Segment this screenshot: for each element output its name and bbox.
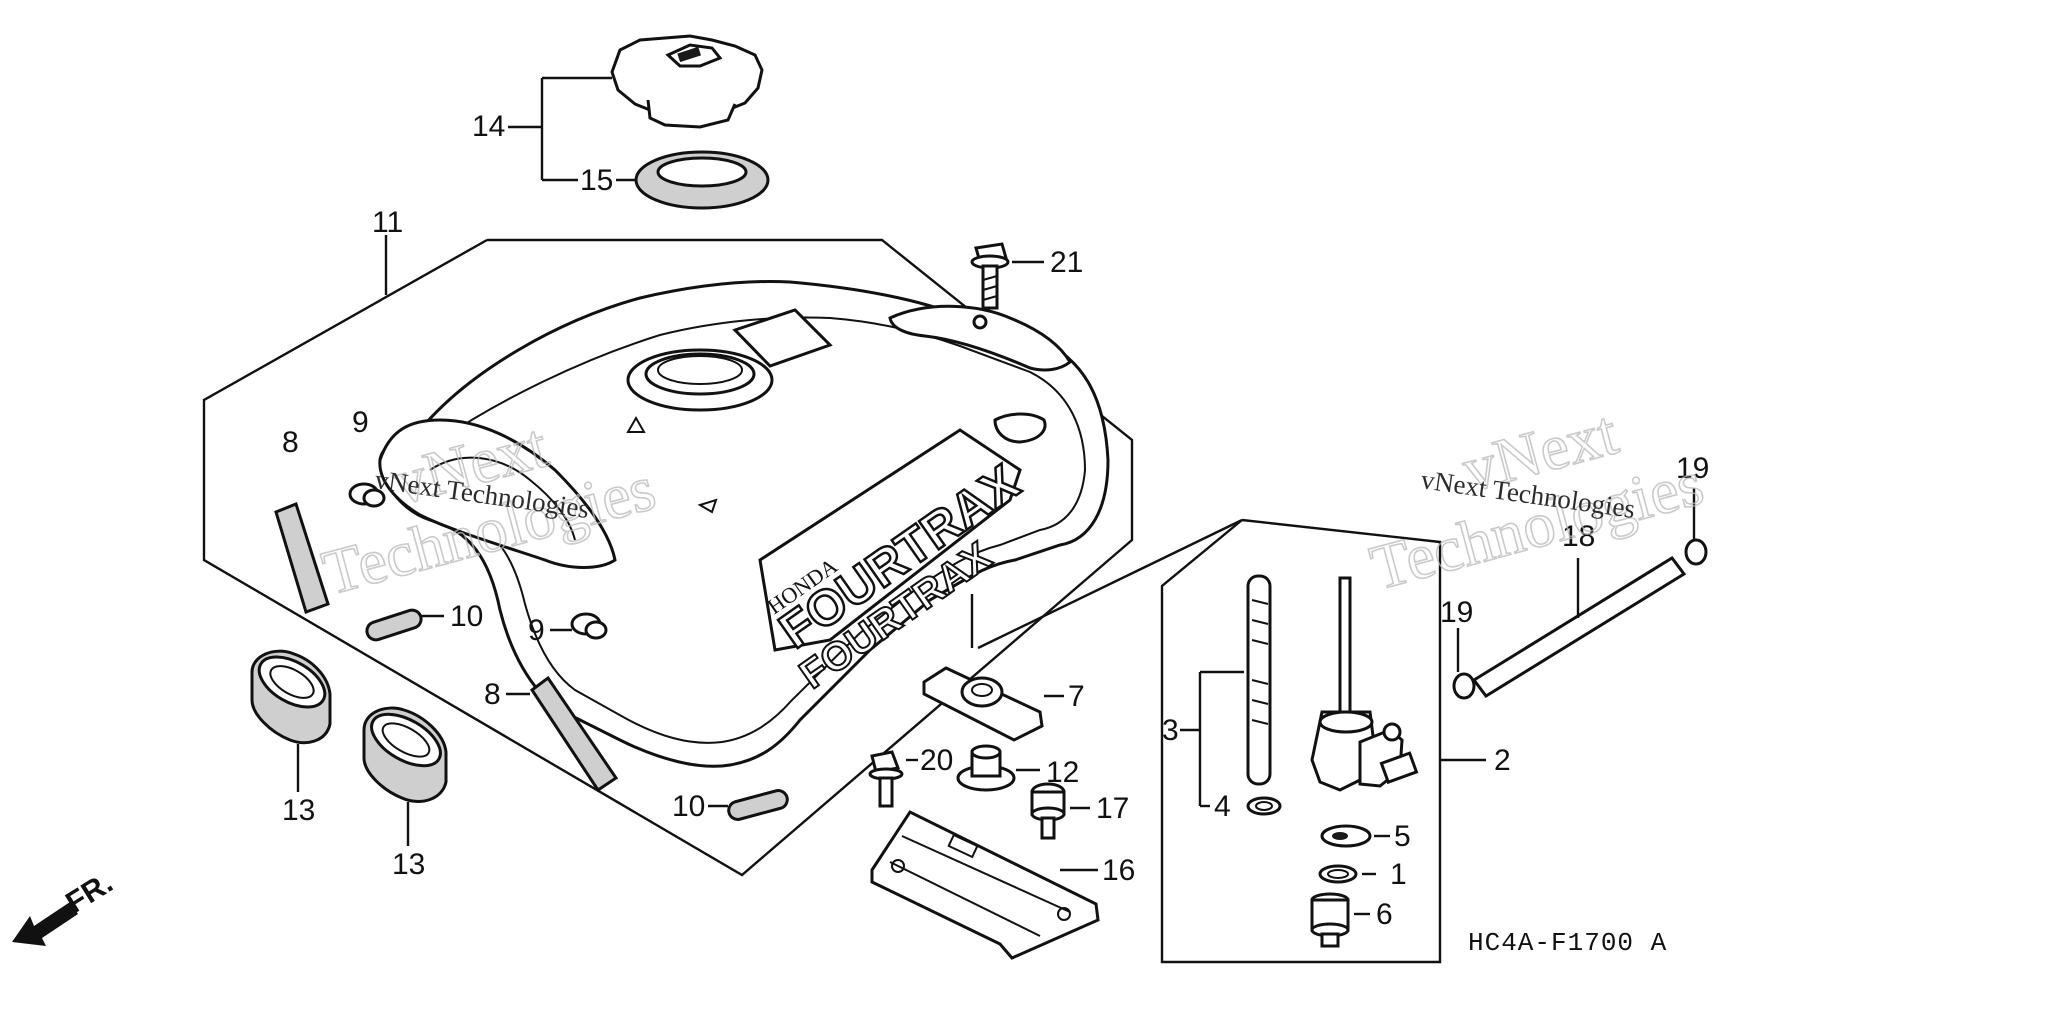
callout-10a: 10	[450, 600, 483, 633]
callout-12: 12	[1046, 756, 1079, 789]
tank-plate-16	[870, 810, 1100, 960]
bracket-7	[922, 666, 1064, 742]
tube-clip-19b	[1684, 488, 1708, 566]
o-ring-1	[1318, 864, 1376, 884]
callout-labels: 1 2 3 4 5 6 7 8 8 9 9 10 10 11 12 13 13 …	[282, 110, 1709, 931]
callout-18: 18	[1562, 520, 1595, 553]
callout-17: 17	[1096, 792, 1129, 825]
callout-8b: 8	[484, 678, 501, 711]
callout-1: 1	[1390, 858, 1407, 891]
fuel-cup-6	[1310, 892, 1370, 948]
callout-8a: 8	[282, 426, 299, 459]
collar-17	[1030, 782, 1090, 840]
diagram-code: HC4A-F1700 A	[1468, 928, 1667, 958]
callout-13b: 13	[392, 848, 425, 881]
fuel-tube-18	[1471, 556, 1687, 698]
callout-19a: 19	[1440, 596, 1473, 629]
callout-6: 6	[1376, 898, 1393, 931]
rubber-10b	[708, 789, 789, 821]
tank-cushion-8a	[274, 502, 330, 614]
callout-4: 4	[1214, 790, 1231, 823]
cushion-roll-13b	[362, 706, 448, 846]
fuel-cap-gasket	[634, 150, 770, 210]
watermark-left: vNext Technologies vNext Technologies	[314, 409, 663, 610]
flange-bolt-21	[970, 242, 1044, 310]
callout-2: 2	[1494, 744, 1511, 777]
callout-9a: 9	[352, 406, 369, 439]
callout-13a: 13	[282, 794, 315, 827]
tube-clip-19a	[1452, 628, 1476, 700]
callout-9b: 9	[528, 614, 545, 647]
callout-15: 15	[580, 164, 613, 197]
collar-12	[956, 744, 1040, 792]
cap-bracket-lines	[508, 76, 636, 182]
front-arrow-icon: FR.	[12, 866, 119, 946]
bolt-20	[868, 750, 918, 808]
fuel-valve-outline	[970, 518, 1486, 964]
callout-21: 21	[1050, 246, 1083, 279]
callout-3: 3	[1162, 714, 1179, 747]
cushion-roll-13a	[250, 649, 332, 792]
fuel-cap	[610, 34, 764, 129]
o-ring-4	[1200, 796, 1282, 816]
collar-9b	[550, 612, 608, 640]
callout-5: 5	[1394, 820, 1411, 853]
fuel-valve-body	[1310, 576, 1419, 792]
callout-19b: 19	[1676, 452, 1709, 485]
callout-10b: 10	[672, 790, 705, 823]
callout-7: 7	[1068, 680, 1085, 713]
fuel-strainer-3	[1180, 574, 1272, 806]
tank-cushion-8b	[506, 675, 619, 793]
rubber-10a	[365, 608, 444, 642]
packing-5	[1320, 824, 1390, 848]
callout-11: 11	[372, 206, 403, 239]
callout-14: 14	[472, 110, 505, 143]
callout-16: 16	[1102, 854, 1135, 887]
collar-9a	[348, 482, 386, 508]
tank-assembly-outline	[202, 235, 1134, 877]
callout-20: 20	[920, 744, 953, 777]
